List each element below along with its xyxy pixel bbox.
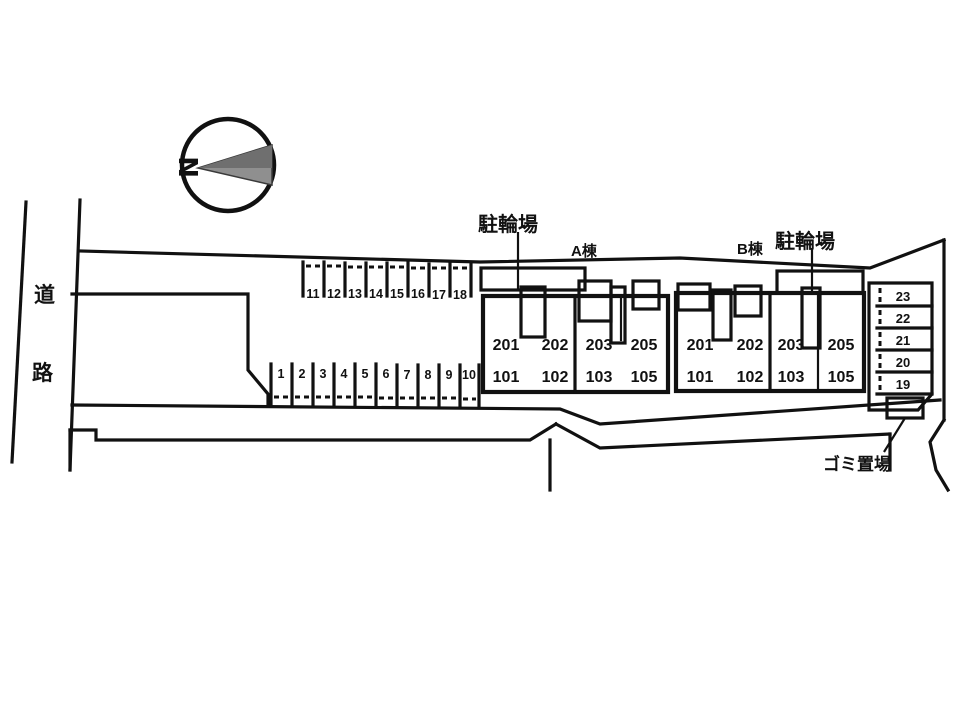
parking-stall-2: 2	[299, 367, 306, 381]
building-b-projection-2	[711, 288, 733, 342]
building-a-label: A棟	[571, 242, 598, 260]
building-b-unit-203: 203	[778, 337, 805, 354]
road-outer-edge	[10, 200, 28, 464]
parking-lower-dash-marks	[274, 395, 476, 401]
parking-stall-1: 1	[278, 367, 285, 381]
building-b-unit-101: 101	[687, 369, 714, 386]
compass-rose: N	[175, 116, 277, 214]
building-b-unit-105: 105	[828, 369, 855, 386]
bicycle-parking-a-outline	[479, 266, 587, 292]
parking-stall-20: 20	[896, 355, 910, 370]
parking-stall-15: 15	[390, 287, 404, 301]
building-b-unit-102: 102	[737, 369, 764, 386]
parking-stall-12: 12	[327, 287, 341, 301]
parking-stall-10: 10	[462, 368, 476, 382]
compass-north-letter: N	[175, 156, 205, 178]
building-b-label: B棟	[737, 240, 764, 258]
parking-stall-16: 16	[411, 287, 425, 301]
building-a-unit-205: 205	[631, 337, 658, 354]
parking-stall-3: 3	[320, 367, 327, 381]
parking-stall-17: 17	[432, 288, 446, 302]
building-b-projection-3	[733, 284, 763, 318]
boundary-courtyard-notch	[70, 292, 270, 406]
building-b-unit-205: 205	[828, 337, 855, 354]
parking-stall-9: 9	[446, 368, 453, 382]
building-a-projection-4	[631, 279, 661, 311]
building-a-unit-103: 103	[586, 369, 613, 386]
parking-stall-7: 7	[404, 368, 411, 382]
parking-stall-11: 11	[306, 287, 319, 301]
parking-stall-14: 14	[369, 287, 383, 301]
parking-stall-8: 8	[425, 368, 432, 382]
building-b-projection-1	[676, 282, 712, 312]
building-a: A棟 201 202 203 205 101 102 103 105	[480, 242, 671, 395]
boundary-lane-lower-right	[553, 421, 892, 450]
road-area: 道 路	[10, 198, 82, 472]
road-label-char2: 路	[32, 361, 54, 385]
bicycle-parking-a: 駐輪場	[478, 212, 587, 292]
building-a-unit-101: 101	[493, 369, 520, 386]
parking-stall-21: 21	[896, 333, 910, 348]
compass-needle-shade-icon	[198, 145, 272, 168]
boundary-right-curve	[928, 417, 951, 493]
garbage-area-label: ゴミ置場	[823, 454, 891, 475]
building-b-unit-201: 201	[687, 337, 714, 354]
road-inner-edge	[68, 198, 82, 472]
building-b-projection-4	[800, 286, 822, 350]
building-a-unit-105: 105	[631, 369, 658, 386]
boundary-lane-lower-left	[68, 421, 559, 442]
building-b-unit-202: 202	[737, 337, 764, 354]
parking-stall-23: 23	[896, 289, 910, 304]
boundary-lane-upper	[70, 398, 942, 426]
bicycle-parking-b-label: 駐輪場	[775, 229, 835, 253]
garbage-area: ゴミ置場	[823, 396, 925, 475]
parking-row-upper: 11 12 13 14 15 16 17 18	[301, 260, 473, 302]
building-b-unit-103: 103	[778, 369, 805, 386]
parking-stall-22: 22	[896, 311, 910, 326]
building-a-projection-3	[609, 285, 627, 345]
road-label-char1: 道	[34, 283, 55, 307]
parking-stall-13: 13	[348, 287, 362, 301]
garbage-area-leader	[883, 417, 906, 453]
parking-right-frame	[867, 281, 934, 412]
parking-row-lower: 1 2 3 4 5 6 7 8 9 10	[269, 362, 481, 409]
building-a-unit-102: 102	[542, 369, 569, 386]
parking-stall-4: 4	[341, 367, 348, 381]
parking-stall-5: 5	[362, 367, 369, 381]
parking-column-right: 23 22 21 20 19	[867, 281, 934, 412]
building-a-unit-202: 202	[542, 337, 569, 354]
parking-stall-19: 19	[896, 377, 910, 392]
parking-upper-dash-marks	[306, 264, 468, 270]
parking-stall-6: 6	[383, 367, 390, 381]
boundary-top-edge	[78, 237, 947, 270]
compass-ring	[179, 116, 277, 214]
building-b: B棟 201 202 203 205 101 102 103 105	[673, 240, 867, 394]
building-a-unit-203: 203	[586, 337, 613, 354]
building-a-unit-201: 201	[493, 337, 520, 354]
site-boundary	[68, 237, 951, 493]
building-a-projection-1	[519, 285, 547, 339]
bicycle-parking-a-label: 駐輪場	[478, 212, 538, 236]
parking-stall-18: 18	[453, 288, 467, 302]
parking-upper-dividers	[301, 260, 473, 298]
parking-lower-dividers	[269, 362, 481, 409]
